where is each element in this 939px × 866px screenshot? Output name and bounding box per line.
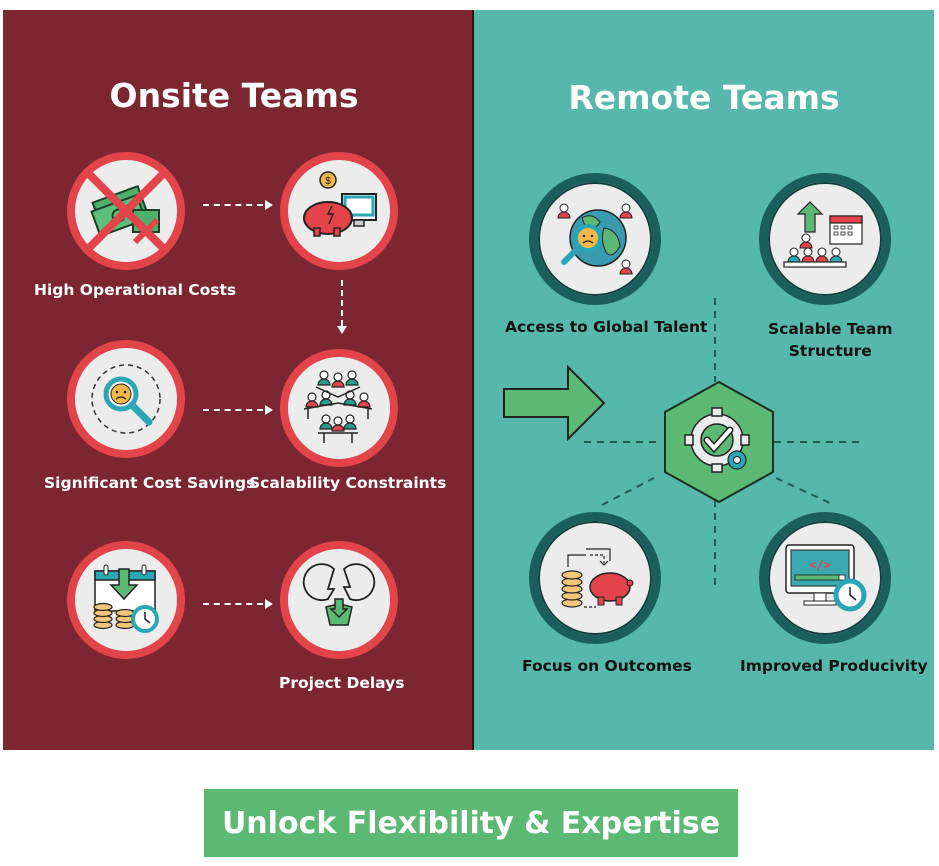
label-line: Scalable Team: [768, 320, 893, 338]
hub-connectors: [584, 298, 860, 590]
onsite-teams-panel: Onsite Teams High Operational Costs $: [3, 10, 473, 750]
focus-on-outcomes-label: Focus on Outcomes: [522, 657, 692, 675]
gear-checkmark-icon: [684, 407, 750, 473]
significant-cost-savings-icon-circle: [67, 340, 185, 458]
panel-divider: [472, 10, 474, 750]
significant-cost-savings-label: Significant Cost Savings: [44, 474, 256, 492]
arrowhead: [337, 326, 347, 334]
improved-productivity-icon-circle: </>: [759, 512, 891, 644]
arrowhead: [265, 200, 273, 210]
project-delays-label: Project Delays: [279, 674, 405, 692]
access-to-global-talent-label: Access to Global Talent: [505, 318, 708, 336]
big-arrow-icon: [503, 365, 606, 441]
remote-teams-panel: Remote Teams Access to Global Talent: [474, 10, 934, 750]
improved-productivity-label: Improved Producivity: [740, 657, 928, 675]
scalable-team-structure-label: Scalable Team Structure: [768, 318, 893, 362]
onsite-teams-title: Onsite Teams: [109, 76, 359, 115]
coins-piggy-bank-icon: [561, 548, 634, 608]
team-meeting-tables-icon: [303, 370, 373, 443]
project-delays-icon-circle: [280, 541, 398, 659]
magnifier-sad-face-icon: [91, 364, 161, 434]
calendar-coins-clock-icon: [93, 564, 159, 633]
arrowhead: [265, 599, 273, 609]
monitor-code-clock-icon: </>: [785, 544, 867, 612]
label-line: Structure: [788, 342, 872, 360]
hub-hexagon: [664, 380, 774, 504]
high-operational-costs-icon-circle: [67, 152, 185, 270]
unlock-flexibility-banner: Unlock Flexibility & Expertise: [204, 789, 738, 857]
broken-brain-icon: [302, 563, 376, 626]
team-growth-calendar-icon: [783, 201, 863, 268]
remote-teams-title: Remote Teams: [568, 78, 840, 117]
piggy-bank-computer-icon: $: [303, 171, 377, 237]
calendar-coins-icon-circle: [67, 541, 185, 659]
globe-talent-search-icon: [557, 203, 633, 275]
scalable-team-icon-circle: [759, 173, 891, 305]
connector-arrow: [203, 409, 263, 411]
connector-arrow: [203, 603, 263, 605]
connector-arrow: [203, 204, 263, 206]
svg-text:</>: </>: [809, 558, 831, 572]
connector-arrow: [341, 280, 343, 326]
scalability-constraints-icon-circle: [280, 349, 398, 467]
crossed-money-icon: [84, 169, 168, 253]
global-talent-icon-circle: [529, 173, 661, 305]
arrowhead: [265, 405, 273, 415]
high-operational-costs-label: High Operational Costs: [34, 281, 237, 299]
scalability-constraints-label: Scalability Constraints: [249, 474, 447, 492]
svg-text:$: $: [325, 176, 331, 187]
focus-outcomes-icon-circle: [529, 512, 661, 644]
piggy-bank-icon-circle: $: [280, 152, 398, 270]
